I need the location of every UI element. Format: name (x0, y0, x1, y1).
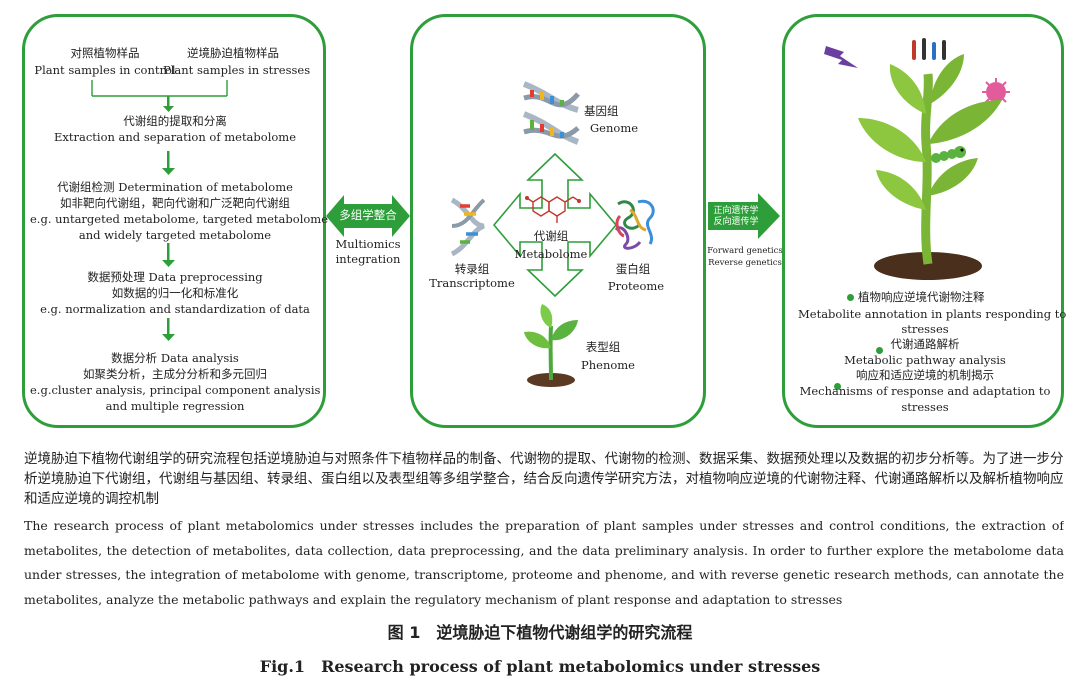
phenome-zh: 表型组 (585, 340, 621, 354)
step-analysis-title: 数据分析 Data analysis (111, 351, 239, 365)
control-sample-zh: 对照植物样品 (70, 46, 140, 60)
genome-dna-icon (522, 81, 580, 145)
pathway-zh: 代谢通路解析 (890, 337, 960, 351)
caption-chinese: 逆境胁迫下植物代谢组学的研究流程包括逆境胁迫与对照条件下植物样品的制备、代谢物的… (24, 451, 1064, 507)
metabolome-zh: 代谢组 (533, 229, 569, 243)
omics-cross-arrows (492, 152, 618, 298)
annotation-en1: Metabolite annotation in plants respondi… (798, 307, 1067, 321)
caption-english: The research process of plant metabolomi… (24, 518, 1064, 607)
step-determination-en2: and widely targeted metabolome (78, 228, 272, 242)
step-extraction-zh: 代谢组的提取和分离 (123, 114, 227, 128)
phenome-en: Phenome (581, 358, 635, 372)
multiomics-label-zh: 多组学整合 (339, 208, 397, 222)
stressed-plant-illustration (824, 38, 1010, 280)
step-preprocessing-zh: 如数据的归一化和标准化 (111, 286, 239, 300)
annotation-zh: 植物响应逆境代谢物注释 (858, 290, 985, 304)
step-analysis-en2: and multiple regression (105, 399, 245, 413)
figure-title-en: Fig.1 Research process of plant metabolo… (259, 657, 821, 676)
left-panel (22, 14, 326, 428)
genome-en: Genome (590, 121, 639, 135)
step-preprocessing-title: 数据预处理 Data preprocessing (87, 270, 263, 284)
mechanism-en2: stresses (901, 400, 949, 414)
transcriptome-rna-icon (450, 197, 486, 257)
step-analysis-en1: e.g.cluster analysis, principal componen… (30, 383, 321, 397)
proteome-zh: 蛋白组 (615, 262, 651, 276)
pathway-bullet (876, 347, 883, 354)
mechanism-zh: 响应和适应逆境的机制揭示 (856, 368, 994, 382)
step-extraction-en: Extraction and separation of metabolome (53, 130, 297, 144)
left-flow-arrows (91, 80, 228, 341)
proteome-en: Proteome (607, 279, 665, 293)
transcriptome-zh: 转录组 (454, 262, 490, 276)
phenome-seedling-icon (524, 304, 578, 387)
transcriptome-en: Transcriptome (429, 276, 515, 290)
forward-genetics-en: Forward genetics (707, 246, 783, 256)
stress-sample-zh: 逆境胁迫植物样品 (187, 46, 279, 60)
mechanism-bullet (834, 383, 841, 390)
step-determination-en1: e.g. untargeted metabolome, targeted met… (30, 212, 329, 226)
reverse-genetics-zh: 反向遗传学 (713, 217, 759, 227)
step-determination-title: 代谢组检测 Determination of metabolome (57, 180, 293, 194)
forward-genetics-zh: 正向遗传学 (713, 206, 759, 216)
genetics-right-arrow (708, 193, 780, 239)
reverse-genetics-en: Reverse genetics (708, 258, 782, 268)
metabolite-molecule-icon (525, 196, 581, 223)
stress-sample-en: Plant samples in stresses (163, 63, 311, 77)
step-preprocessing-en: e.g. normalization and standardization o… (40, 302, 310, 316)
multiomics-double-arrow (326, 195, 410, 237)
mechanism-en1: Mechanisms of response and adaptation to (799, 384, 1051, 398)
pathway-en: Metabolic pathway analysis (844, 353, 1006, 367)
metabolome-en: Metabolome (514, 247, 588, 261)
control-sample-en: Plant samples in control (34, 63, 176, 77)
step-determination-zh: 如非靶向代谢组，靶向代谢和广泛靶向代谢组 (60, 196, 290, 210)
annotation-en2: stresses (901, 322, 949, 336)
figure-title-zh: 图 1 逆境胁迫下植物代谢组学的研究流程 (387, 623, 693, 642)
step-analysis-zh: 如聚类分析，主成分分析和多元回归 (83, 367, 267, 381)
multiomics-label-en1: Multiomics (335, 237, 401, 251)
proteome-protein-icon (614, 199, 655, 250)
annotation-bullet (847, 294, 854, 301)
genome-zh: 基因组 (584, 104, 619, 118)
multiomics-label-en2: integration (335, 252, 401, 266)
